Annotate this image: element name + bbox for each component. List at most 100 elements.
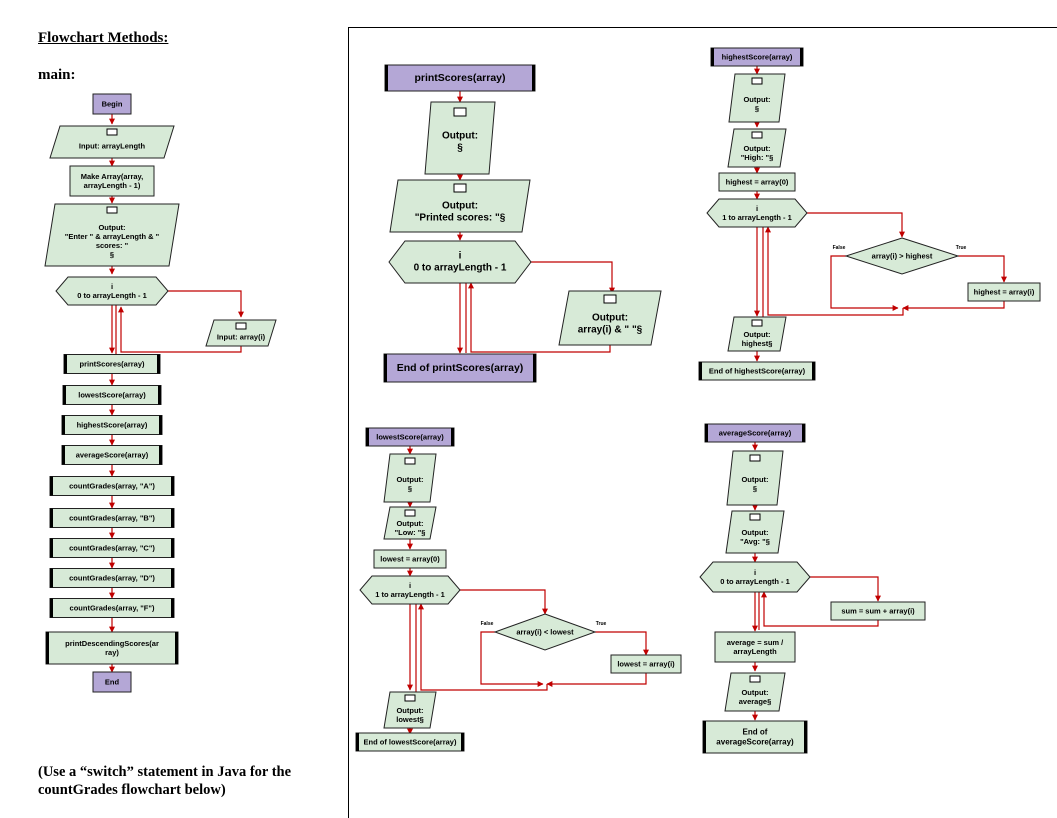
flow-connector: [595, 631, 649, 656]
call-node-3-text: averageScore(array): [76, 451, 149, 460]
as-output-result-text: average§: [739, 697, 772, 706]
hs-output-blank: Output:§: [728, 73, 786, 123]
ps-loop-node: i0 to arrayLength - 1: [388, 240, 532, 284]
ps-output-header-text: Output:: [442, 200, 478, 211]
output-icon: [751, 77, 763, 85]
highest-title-text: highestScore(array): [722, 53, 793, 62]
hs-output-result-text: highest§: [742, 339, 773, 348]
output-prompt-node-text: "Enter " & arrayLength & ": [65, 232, 160, 241]
lowest-title: lowestScore(array): [365, 427, 455, 447]
ls-update-node: lowest = array(i): [610, 654, 682, 674]
ls-output-result-text: lowest§: [396, 715, 424, 724]
hs-condition-node-text: array(i) > highest: [872, 252, 933, 261]
as-average-node-text: average = sum /: [727, 638, 784, 647]
output-icon: [106, 128, 118, 136]
flow-connector: [807, 212, 905, 238]
flow-connector: [958, 255, 1007, 283]
average-end-text: End of: [743, 728, 768, 737]
ps-loop-node-text: i: [459, 250, 462, 261]
ps-output-header-text: "Printed scores: "§: [415, 213, 506, 224]
as-output-blank: Output:§: [726, 450, 784, 506]
hs-assign-node: highest = array(0): [718, 172, 796, 192]
call-node-7: countGrades(array, "D"): [49, 568, 175, 588]
hs-output-header-text: "High: "§: [741, 153, 774, 162]
call-node-0: printScores(array): [63, 354, 161, 374]
call-node-7-text: countGrades(array, "D"): [69, 574, 155, 583]
output-icon: [749, 675, 761, 683]
hs-condition-node: array(i) > highest: [844, 237, 960, 275]
lowest-end: End of lowestScore(array): [355, 732, 465, 752]
as-average-node-text: arrayLength: [733, 647, 777, 656]
ls-loop-node: i1 to arrayLength - 1: [359, 575, 461, 605]
call-node-1: lowestScore(array): [62, 385, 162, 405]
hs-loop-node-text: i: [756, 204, 758, 213]
flow-connector: [418, 603, 548, 691]
ls-output-header-text: "Low: "§: [395, 528, 426, 537]
call-node-8: countGrades(array, "F"): [49, 598, 175, 618]
call-node-6: countGrades(array, "C"): [49, 538, 175, 558]
call-node-1-text: lowestScore(array): [78, 391, 146, 400]
ps-output-blank: Output:§: [424, 101, 496, 175]
flow-connector: [168, 290, 244, 318]
ls-true-label: True: [596, 621, 607, 627]
output-icon: [106, 206, 118, 214]
main-loop-node-text: i: [111, 282, 113, 291]
ls-condition-node-text: array(i) < lowest: [516, 628, 574, 637]
input-item-node-text: Input: array(i): [217, 333, 266, 342]
flow-connector: [830, 255, 899, 311]
as-loop-node: i0 to arrayLength - 1: [699, 561, 811, 593]
main-loop-node-text: 0 to arrayLength - 1: [77, 291, 147, 300]
as-output-blank-text: §: [753, 484, 757, 493]
switch-note: (Use a “switch” statement in Java for th…: [38, 764, 292, 798]
hs-update-node-text: highest = array(i): [974, 288, 1035, 297]
as-output-header: Output:"Avg: "§: [725, 510, 785, 554]
as-sum-node: sum = sum + array(i): [830, 601, 926, 621]
hs-false-label: False: [833, 245, 846, 251]
ls-condition-node: array(i) < lowest: [493, 613, 597, 651]
print-scores-end: End of printScores(array): [383, 353, 537, 383]
as-output-blank-text: Output:: [741, 475, 768, 484]
call-node-5-text: countGrades(array, "B"): [69, 514, 155, 523]
begin-terminal-text: Begin: [102, 100, 123, 109]
print-scores-end-text: End of printScores(array): [397, 362, 524, 374]
ls-update-node-text: lowest = array(i): [617, 660, 675, 669]
begin-terminal: Begin: [92, 93, 132, 115]
output-prompt-node-text: §: [110, 250, 114, 259]
hs-loop-node: i1 to arrayLength - 1: [706, 198, 808, 228]
as-output-header-text: "Avg: "§: [740, 537, 770, 546]
end-terminal: End: [92, 671, 132, 693]
make-array-node-text: arrayLength - 1): [84, 181, 141, 190]
average-title: averageScore(array): [704, 423, 806, 443]
ps-output-blank-text: Output:: [442, 130, 478, 141]
flow-connector: [468, 282, 611, 353]
hs-loop-node-text: 1 to arrayLength - 1: [722, 213, 792, 222]
ps-output-item-text: array(i) & " "§: [578, 325, 643, 336]
output-prompt-node: Output:"Enter " & arrayLength & "scores:…: [44, 203, 180, 267]
ls-output-result: Output:lowest§: [383, 691, 437, 729]
make-array-node: Make Array(array,arrayLength - 1): [69, 165, 155, 197]
make-array-node-text: Make Array(array,: [81, 172, 144, 181]
ls-assign-node: lowest = array(0): [373, 549, 447, 569]
ls-loop-node-text: 1 to arrayLength - 1: [375, 590, 445, 599]
print-scores-title: printScores(array): [384, 64, 536, 92]
call-node-3: averageScore(array): [61, 445, 163, 465]
main-loop-node: i0 to arrayLength - 1: [55, 276, 169, 306]
output-icon: [235, 322, 247, 330]
flow-connector: [531, 261, 615, 294]
call-node-5: countGrades(array, "B"): [49, 508, 175, 528]
ps-output-header: Output: "Printed scores: "§: [389, 179, 531, 233]
output-prompt-node-text: scores: ": [96, 241, 129, 250]
call-node-4: countGrades(array, "A"): [49, 476, 175, 496]
average-title-text: averageScore(array): [719, 429, 792, 438]
ps-output-item-text: Output:: [592, 312, 628, 323]
output-icon: [453, 107, 467, 117]
flow-connector: [546, 673, 647, 687]
call-node-0-text: printScores(array): [79, 360, 145, 369]
lowest-title-text: lowestScore(array): [376, 433, 444, 442]
as-loop-node-text: i: [754, 568, 756, 577]
call-node-8-text: countGrades(array, "F"): [70, 604, 155, 613]
output-prompt-node-text: Output:: [98, 223, 125, 232]
as-average-node: average = sum /arrayLength: [714, 631, 796, 663]
